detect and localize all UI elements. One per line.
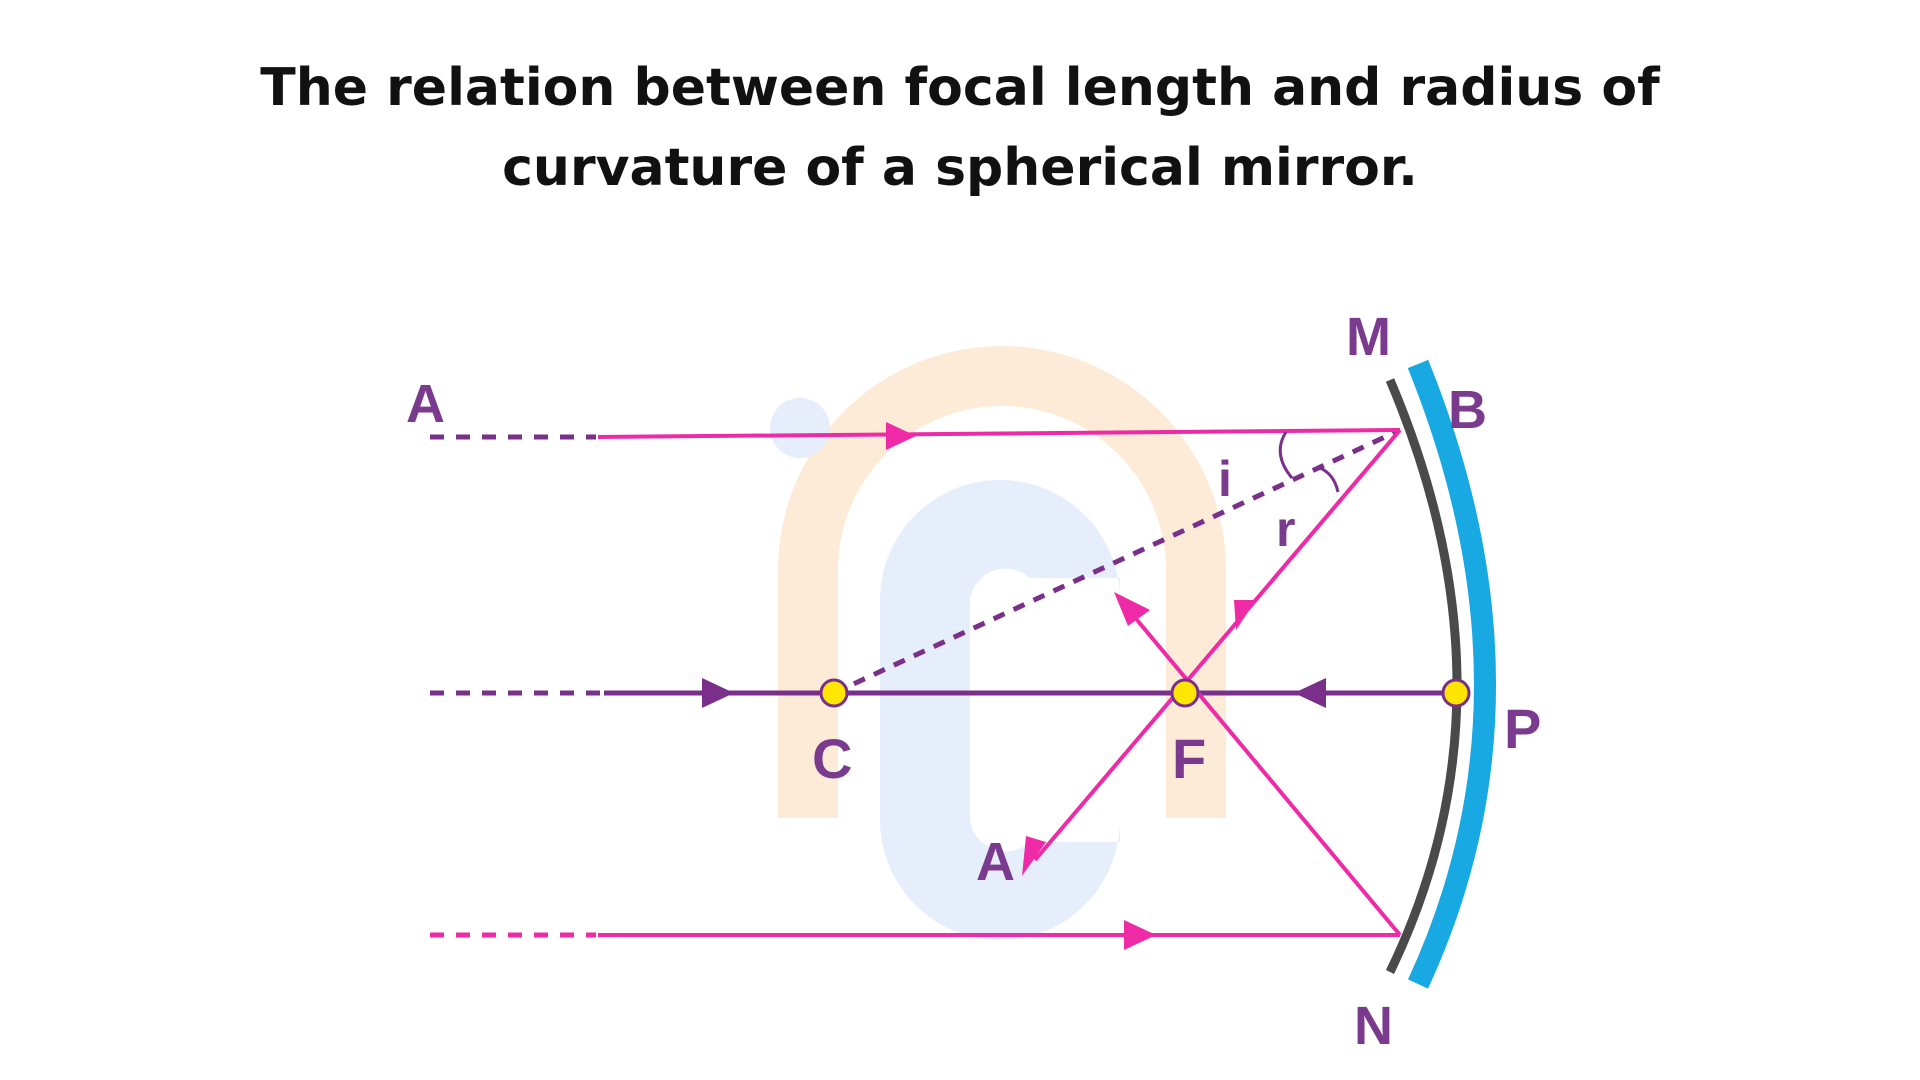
watermark-c	[880, 480, 1120, 940]
mirror-back-surface	[1407, 359, 1496, 989]
title-line-1: The relation between focal length and ra…	[260, 58, 1660, 118]
label-m: M	[1346, 307, 1391, 367]
point-p	[1441, 678, 1471, 708]
reflected-ray-arrow-mid	[1234, 600, 1256, 630]
axis-arrow-right	[702, 678, 734, 708]
label-p: P	[1504, 697, 1541, 760]
title-line-2: curvature of a spherical mirror.	[502, 138, 1418, 198]
label-b: B	[1448, 380, 1487, 440]
label-n: N	[1354, 996, 1393, 1056]
concave-mirror	[1385, 359, 1496, 989]
axis-arrow-left	[1294, 678, 1326, 708]
label-c: C	[812, 727, 852, 790]
reflected-ray-arrow-end	[1022, 836, 1046, 876]
angle-r-arc	[1319, 466, 1340, 493]
label-a-top: A	[406, 374, 445, 434]
reflected-ray-bottom-arrow	[1114, 592, 1150, 626]
diagram-title: The relation between focal length and ra…	[0, 48, 1920, 208]
label-i: i	[1218, 451, 1232, 507]
point-f	[1170, 678, 1200, 708]
label-a-bottom: A	[976, 832, 1015, 892]
watermark-arch	[778, 346, 1226, 818]
reflected-ray-bottom	[1120, 600, 1402, 937]
incident-ray-bottom-arrow	[1124, 920, 1156, 950]
watermark-logo	[770, 346, 1226, 940]
point-c	[819, 678, 849, 708]
label-f: F	[1172, 727, 1206, 790]
incident-ray-top-arrow	[886, 422, 916, 450]
angle-i-arc	[1278, 431, 1294, 479]
incident-ray-top	[597, 428, 1401, 439]
label-r: r	[1276, 501, 1295, 557]
normal-line-cb	[832, 427, 1402, 696]
watermark-dot	[770, 398, 830, 458]
reflected-ray-top	[1033, 428, 1402, 862]
